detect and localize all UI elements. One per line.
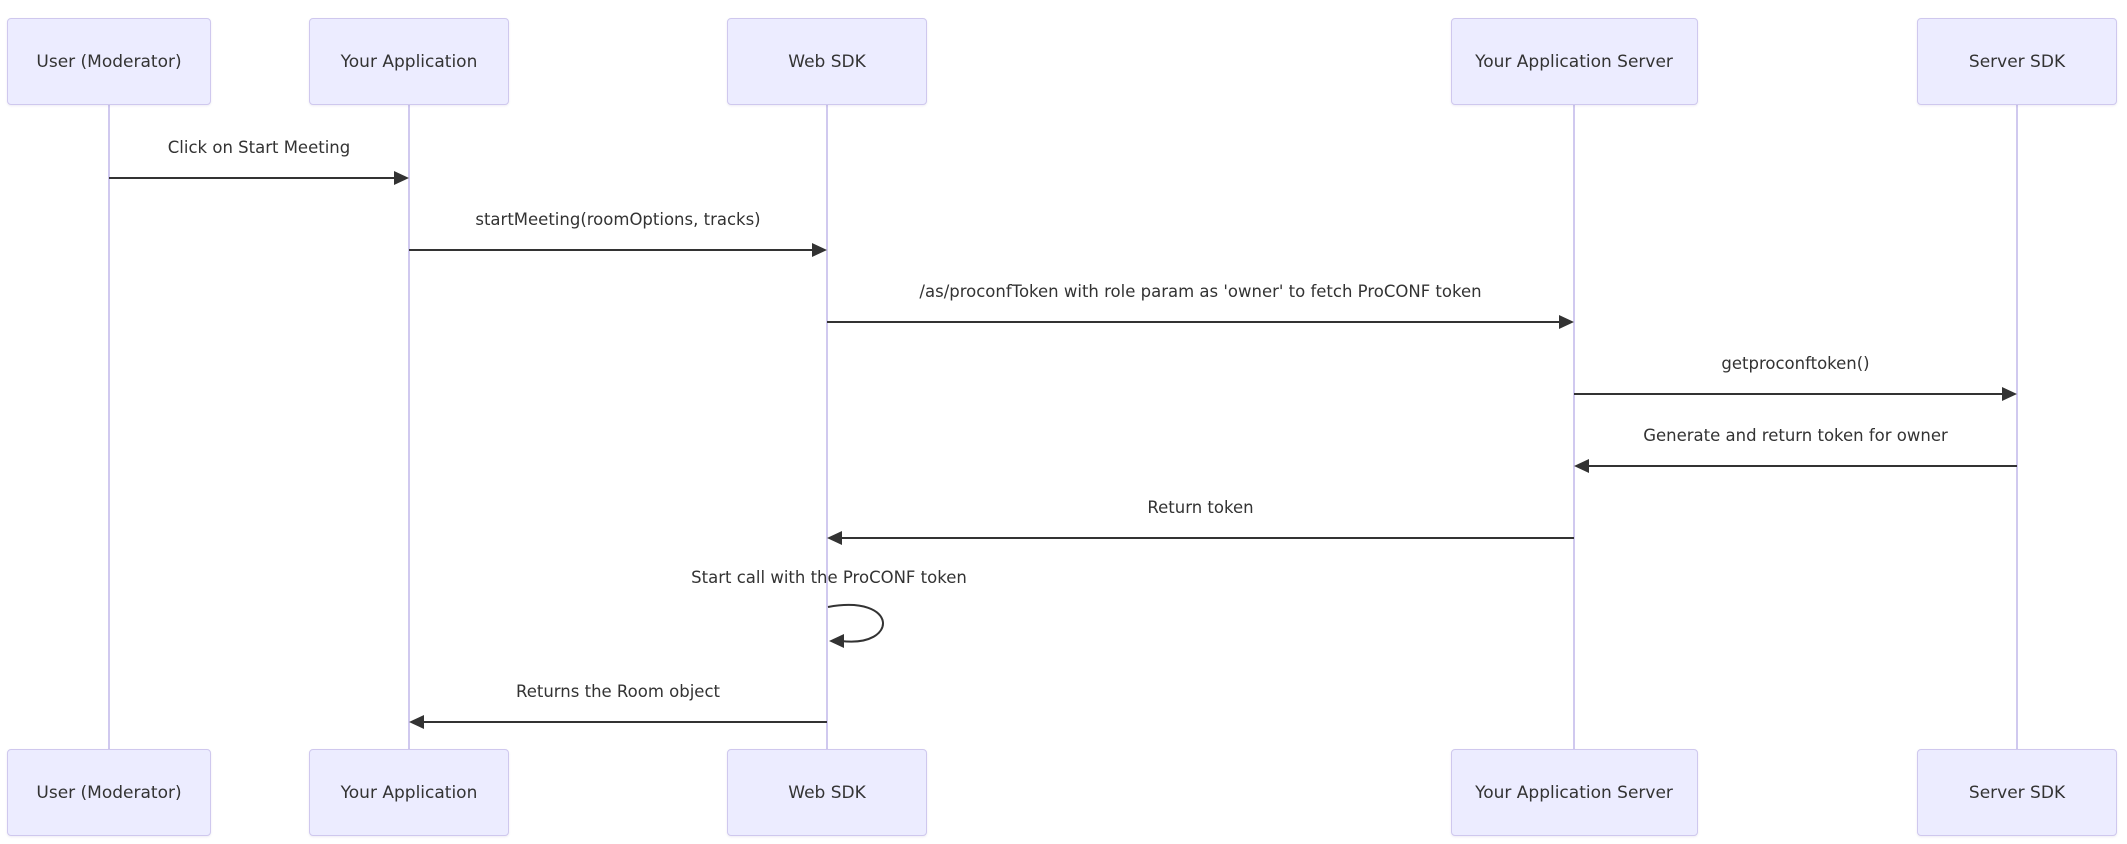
arrowhead-left-icon bbox=[409, 715, 424, 729]
message-arrow-line bbox=[1587, 465, 2017, 467]
actor-box-web-sdk-bottom: Web SDK bbox=[727, 749, 927, 836]
message-label: /as/proconfToken with role param as 'own… bbox=[919, 282, 1482, 301]
actor-label-web-sdk-top: Web SDK bbox=[788, 51, 866, 72]
actor-label-user-moderator-top: User (Moderator) bbox=[36, 51, 182, 72]
arrowhead-right-icon bbox=[2002, 387, 2017, 401]
actor-label-server-sdk-top: Server SDK bbox=[1968, 51, 2066, 72]
message-label: Return token bbox=[1147, 498, 1254, 517]
actor-box-web-sdk-top: Web SDK bbox=[727, 18, 927, 105]
actor-label-user-moderator-bottom: User (Moderator) bbox=[36, 782, 182, 803]
actor-label-server-sdk-bottom: Server SDK bbox=[1968, 782, 2066, 803]
lifeline-web-sdk bbox=[826, 105, 828, 749]
actor-label-your-application-server-top: Your Application Server bbox=[1475, 51, 1673, 72]
lifeline-user-moderator bbox=[108, 105, 110, 749]
actor-box-your-application-server-bottom: Your Application Server bbox=[1450, 749, 1698, 836]
actor-label-your-application-bottom: Your Application bbox=[340, 782, 478, 803]
message-label: Returns the Room object bbox=[516, 682, 720, 701]
actor-box-server-sdk-top: Server SDK bbox=[1917, 18, 2117, 105]
actor-box-user-moderator-top: User (Moderator) bbox=[7, 18, 211, 105]
message-arrow-line bbox=[827, 321, 1561, 323]
actor-box-your-application-top: Your Application bbox=[309, 18, 509, 105]
message-arrow-line bbox=[422, 721, 827, 723]
message-arrow-line bbox=[1574, 393, 2004, 395]
message-label: Start call with the ProCONF token bbox=[691, 568, 967, 587]
message-arrow-line bbox=[409, 249, 814, 251]
arrowhead-left-icon bbox=[827, 531, 842, 545]
message-arrow-line bbox=[109, 177, 396, 179]
lifeline-your-application-server bbox=[1573, 105, 1575, 749]
arrowhead-right-icon bbox=[812, 243, 827, 257]
actor-box-your-application-server-top: Your Application Server bbox=[1450, 18, 1698, 105]
message-label: startMeeting(roomOptions, tracks) bbox=[475, 210, 761, 229]
lifeline-server-sdk bbox=[2016, 105, 2018, 749]
actor-box-server-sdk-bottom: Server SDK bbox=[1917, 749, 2117, 836]
self-message-loop bbox=[827, 600, 907, 650]
loop-arrow-icon bbox=[827, 604, 884, 648]
actor-box-your-application-bottom: Your Application bbox=[309, 749, 509, 836]
lifeline-your-application bbox=[408, 105, 410, 749]
arrowhead-right-icon bbox=[394, 171, 409, 185]
arrowhead-left-icon bbox=[1574, 459, 1589, 473]
arrowhead-right-icon bbox=[1559, 315, 1574, 329]
actor-label-your-application-top: Your Application bbox=[340, 51, 478, 72]
actor-label-your-application-server-bottom: Your Application Server bbox=[1475, 782, 1673, 803]
actor-label-web-sdk-bottom: Web SDK bbox=[788, 782, 866, 803]
message-label: Generate and return token for owner bbox=[1643, 426, 1948, 445]
actor-box-user-moderator-bottom: User (Moderator) bbox=[7, 749, 211, 836]
message-label: getproconftoken() bbox=[1721, 354, 1870, 373]
message-arrow-line bbox=[840, 537, 1574, 539]
message-label: Click on Start Meeting bbox=[167, 138, 351, 157]
